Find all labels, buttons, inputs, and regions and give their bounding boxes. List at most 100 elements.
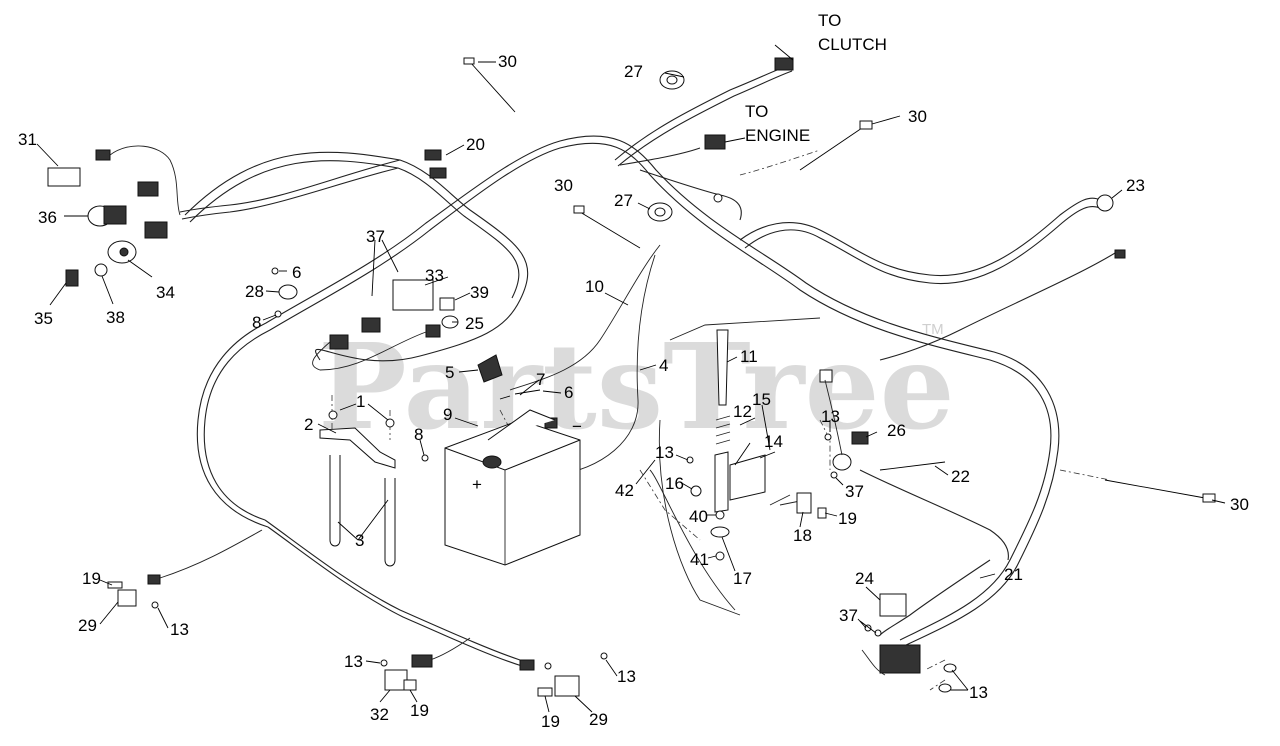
connector-b — [137, 181, 159, 197]
part-number-8-battery: 8 — [414, 425, 423, 444]
part-number-4: 4 — [659, 356, 668, 375]
part-19-bracket-b — [403, 679, 417, 691]
part-30-cable-tie-mid — [579, 211, 641, 249]
part-number-30-top: 30 — [498, 52, 517, 71]
part-30-cable-tie-far-right — [1104, 479, 1206, 499]
part-38-nut — [94, 263, 108, 277]
part-number-16: 16 — [665, 474, 684, 493]
connector-i — [519, 659, 535, 671]
part-number-19-switch: 19 — [838, 509, 857, 528]
part-numbers: 1 2 3 4 5 6 6 7 8 8 9 10 11 12 13 13 13 … — [18, 52, 1249, 731]
part-number-2: 2 — [304, 415, 313, 434]
part-14-bracket — [729, 454, 766, 501]
engine-connector — [704, 134, 726, 150]
part-number-14: 14 — [764, 432, 783, 451]
connector-a — [95, 149, 111, 161]
part-number-7: 7 — [536, 370, 545, 389]
part-number-37-relay: 37 — [366, 227, 385, 246]
part-30-cable-tie-right — [799, 127, 863, 171]
part-number-31: 31 — [18, 130, 37, 149]
part-15-screw — [759, 451, 776, 459]
connector-e — [329, 334, 349, 350]
part-number-37-solenoid: 37 — [845, 482, 864, 501]
part-number-8-top: 8 — [252, 313, 261, 332]
part-number-19-bottom-mid: 19 — [541, 712, 560, 731]
to-engine-line1: TO — [745, 102, 768, 121]
part-40-nut — [715, 510, 725, 520]
part-number-34: 34 — [156, 283, 175, 302]
part-26-connector — [851, 431, 869, 445]
part-number-13-solenoid: 13 — [821, 407, 840, 426]
parts — [47, 57, 1216, 697]
part-number-29-bottom: 29 — [589, 710, 608, 729]
part-number-42: 42 — [615, 481, 634, 500]
part-41-nut — [715, 551, 725, 561]
part-35-switch — [65, 269, 79, 287]
to-engine-line2: ENGINE — [745, 126, 810, 145]
part-number-39: 39 — [470, 283, 489, 302]
part-6-screw — [271, 267, 279, 275]
leader-lines — [36, 44, 1226, 713]
part-number-13-left: 13 — [170, 620, 189, 639]
part-number-12: 12 — [733, 402, 752, 421]
part-13-screw-a — [151, 601, 159, 609]
part-number-6-battery: 6 — [564, 383, 573, 402]
relay-plug-assembly — [861, 624, 957, 693]
part-number-11: 11 — [740, 347, 758, 366]
connector-h — [411, 654, 433, 668]
part-22-wire — [879, 461, 946, 471]
part-number-30-far-right: 30 — [1230, 495, 1249, 514]
clutch-connector — [774, 57, 794, 71]
part-number-6-top: 6 — [292, 263, 301, 282]
part-20-connector-b — [429, 167, 447, 179]
part-number-23: 23 — [1126, 176, 1145, 195]
frame-outline — [649, 317, 821, 616]
part-number-37-plug: 37 — [839, 606, 858, 625]
part-9-battery — [444, 409, 581, 566]
part-29-switch-left — [117, 589, 137, 607]
part-number-30-mid: 30 — [554, 176, 573, 195]
part-39-bracket — [439, 297, 455, 311]
part-number-32: 32 — [370, 705, 389, 724]
part-number-29-left: 29 — [78, 616, 97, 635]
part-number-5: 5 — [445, 363, 454, 382]
part-31-hour-meter — [47, 167, 81, 187]
battery-signs: + − — [472, 417, 582, 494]
part-number-9: 9 — [443, 405, 452, 424]
part-24-relay — [879, 593, 907, 617]
part-number-30-right: 30 — [908, 107, 927, 126]
part-5-boot — [477, 354, 503, 383]
part-number-21: 21 — [1004, 565, 1023, 584]
connector-d — [361, 317, 381, 333]
part-number-24: 24 — [855, 569, 874, 588]
part-number-13-bottom-mid: 13 — [617, 667, 636, 686]
part-37-screw-b — [830, 471, 838, 479]
part-number-22: 22 — [951, 467, 970, 486]
part-number-13-relay: 13 — [969, 683, 988, 702]
part-13-screw-d — [544, 662, 552, 670]
part-7-bolt — [499, 389, 541, 400]
part-23-connector — [1114, 249, 1126, 259]
part-8-nut — [274, 310, 282, 318]
part-number-35: 35 — [34, 309, 53, 328]
part-13-screw-c — [600, 652, 608, 660]
part-26-solenoid — [832, 453, 852, 471]
part-number-40: 40 — [689, 507, 708, 526]
part-number-19-bottom-left: 19 — [410, 701, 429, 720]
part-number-1: 1 — [356, 392, 365, 411]
part-18-switch — [796, 492, 812, 514]
part-number-19-left: 19 — [82, 569, 101, 588]
watermark-trademark: TM — [922, 321, 944, 338]
part-3-j-bolt-b — [384, 478, 396, 567]
part-36-key-switch — [87, 205, 127, 227]
part-13-screw-b — [380, 659, 388, 667]
part-19-bracket-d — [537, 687, 553, 697]
part-number-10: 10 — [585, 277, 604, 296]
part-34-ignition-switch — [107, 240, 137, 264]
part-number-15: 15 — [752, 390, 771, 409]
part-12-spring — [715, 415, 731, 445]
part-8-nut-b — [421, 454, 429, 462]
part-number-33: 33 — [425, 266, 444, 285]
part-number-13-bracket: 13 — [655, 443, 674, 462]
